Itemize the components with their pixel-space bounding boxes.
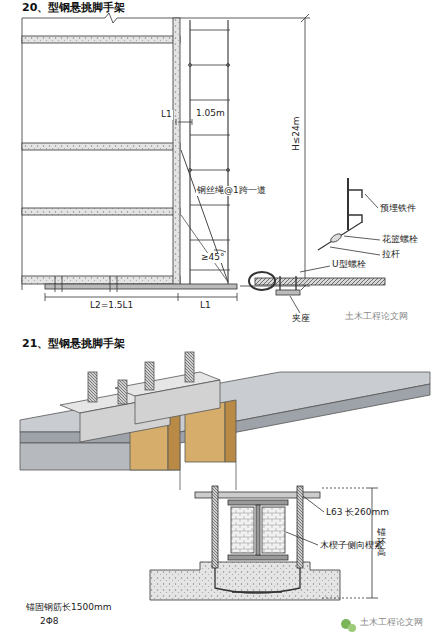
wechat-icon: [341, 619, 356, 632]
dimension: 锚环高: [377, 528, 386, 558]
part-name: 花篮螺栓: [382, 235, 418, 245]
part-name: 2Φ8: [40, 617, 59, 627]
dimension: L1: [160, 110, 173, 120]
part-name: 预埋铁件: [380, 204, 416, 214]
part-name: 夹座: [292, 314, 310, 324]
section-title: 20、型钢悬挑脚手架: [22, 2, 125, 14]
dimension: L1: [200, 301, 211, 311]
dimension: 1.05m: [195, 109, 226, 119]
u-bolt-detail: [249, 266, 385, 313]
watermark: 土木工程论文网: [345, 312, 408, 322]
cable-note: 钢丝绳@1跨一道: [196, 186, 267, 196]
part-name: L63 长260mm: [326, 508, 389, 518]
section-title: 21、型钢悬挑脚手架: [22, 338, 125, 350]
dimension: L2=1.5L1: [90, 301, 133, 311]
dimension: H≤24m: [292, 115, 302, 152]
part-name: 木楔子侧向楔紧: [320, 541, 383, 551]
part-name: 拉杆: [382, 250, 400, 260]
anchor-detail: [318, 178, 380, 255]
part-name: 锚固钢筋长1500mm: [26, 603, 111, 613]
elevation-drawing: [22, 13, 310, 301]
beam-3d-illustration: [20, 352, 430, 490]
angle-note: ≥45°: [200, 253, 226, 263]
part-name: U型螺栓: [332, 260, 366, 270]
watermark: 土木工程论文网: [360, 618, 423, 628]
